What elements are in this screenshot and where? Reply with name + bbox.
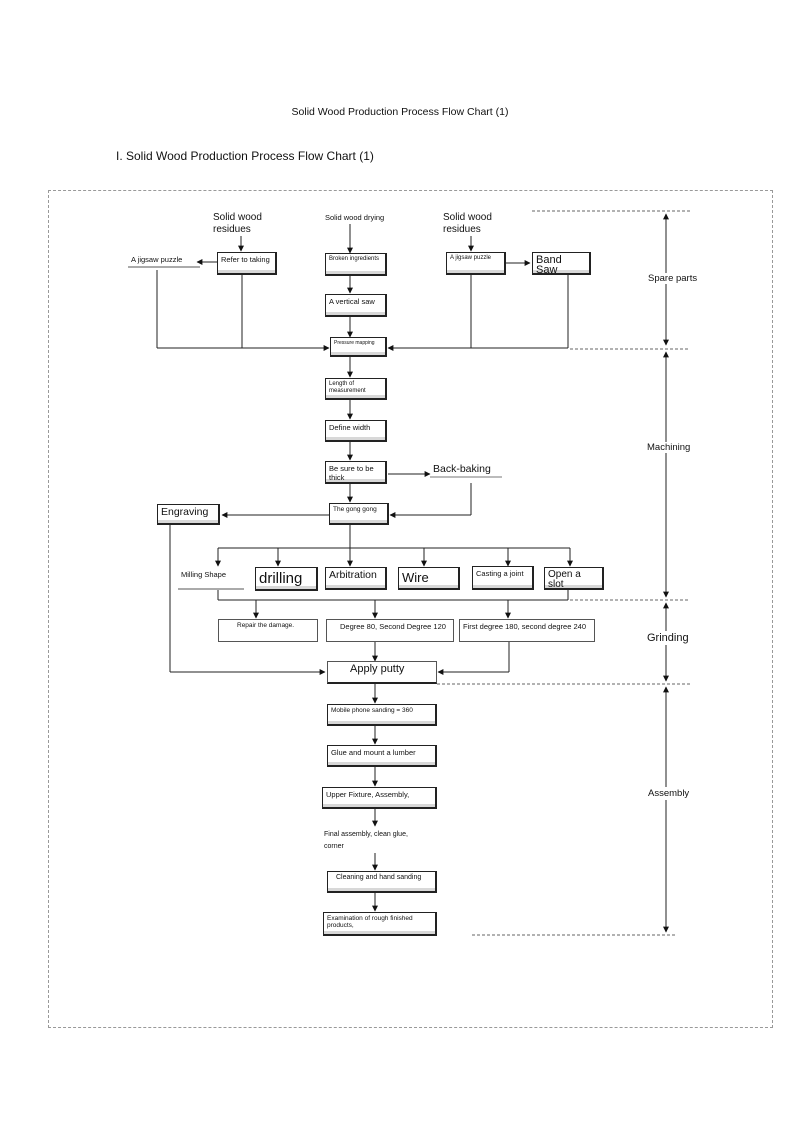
node-cleaning-sanding: Cleaning and hand sanding <box>327 871 437 893</box>
stage-spare-parts: Spare parts <box>648 273 698 284</box>
node-mobile-sanding: Mobile phone sanding = 360 <box>327 704 437 726</box>
node-gong-gong: The gong gong <box>329 503 389 525</box>
node-wire-saw: Wire saw <box>398 567 460 590</box>
node-glue-mount: Glue and mount a lumber <box>327 745 437 767</box>
node-repair-damage: Repair the damage. <box>218 619 318 642</box>
node-open-slot: Open a slot <box>544 567 604 590</box>
node-examination: Examination of rough finished products, <box>323 912 437 936</box>
node-jigsaw-right: A jigsaw puzzle <box>446 252 506 275</box>
node-refer-to-taking: Refer to taking <box>217 252 277 275</box>
section-heading: I. Solid Wood Production Process Flow Ch… <box>116 149 374 163</box>
node-be-sure-thick: Be sure to be thick <box>325 461 387 484</box>
node-arbitration: Arbitration <box>325 567 387 590</box>
node-vertical-saw: A vertical saw <box>325 294 387 317</box>
node-upper-fixture: Upper Fixture, Assembly, <box>322 787 437 809</box>
node-casting-joint: Casting a joint <box>472 566 534 590</box>
node-band-saw: Band Saw <box>532 252 591 275</box>
node-final-assembly: Final assembly, clean glue, corner <box>324 831 408 850</box>
node-residues-left: Solid wood residues <box>213 212 262 235</box>
node-pressure-mapping: Pressure mapping <box>330 337 387 357</box>
node-apply-putty: Apply putty <box>327 661 437 684</box>
node-drying: Solid wood drying <box>325 213 385 222</box>
node-degree-80-120: Degree 80, Second Degree 120 <box>326 619 454 642</box>
stage-grinding: Grinding <box>647 631 689 645</box>
node-back-baking: Back-baking <box>430 462 502 478</box>
stage-assembly: Assembly <box>648 787 690 800</box>
node-engraving: Engraving <box>157 504 220 525</box>
node-residues-right: Solid wood residues <box>443 212 492 235</box>
diagram-frame <box>48 190 773 1028</box>
node-broken-ingredients: Broken ingredients <box>325 253 387 276</box>
node-degree-180-240: First degree 180, second degree 240 <box>459 619 595 642</box>
node-jigsaw-left: A jigsaw puzzle <box>128 253 200 268</box>
page-title: Solid Wood Production Process Flow Chart… <box>291 106 509 118</box>
node-drilling: drilling <box>255 567 318 591</box>
node-length-measurement: Length of measurement <box>325 378 387 400</box>
stage-machining: Machining <box>647 442 691 453</box>
node-define-width: Define width <box>325 420 387 442</box>
node-milling-shape: Milling Shape <box>178 568 244 590</box>
